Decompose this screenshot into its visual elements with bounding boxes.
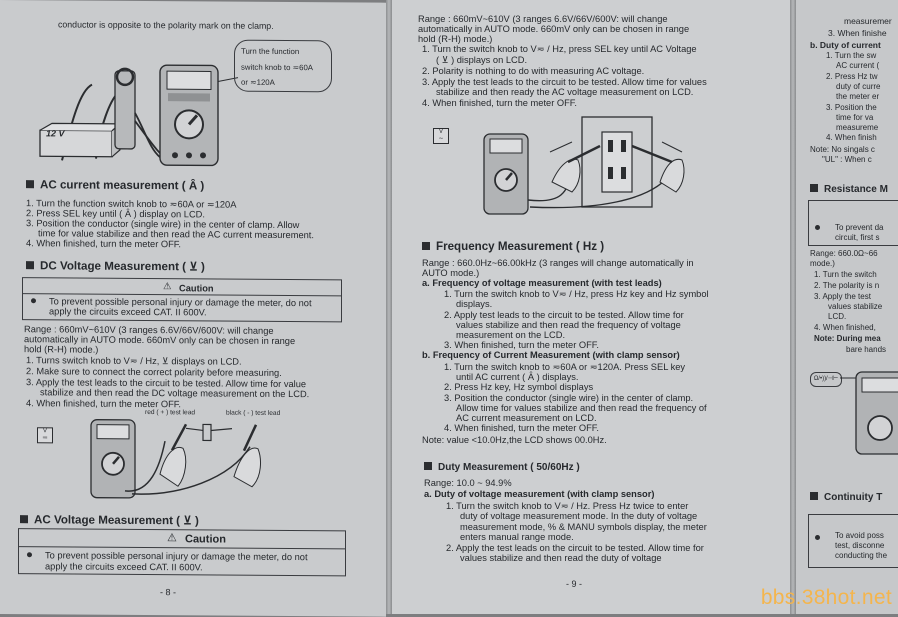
resistance-caution-box: To prevent da circuit, first s bbox=[808, 200, 898, 246]
resistance-meter-illustration bbox=[840, 371, 898, 455]
section-frequency-title: Frequency Measurement ( Hz ) bbox=[422, 240, 604, 253]
dc-voltage-illustration bbox=[90, 419, 261, 499]
caution-box-ac: ⚠ Caution To prevent possible personal i… bbox=[18, 528, 346, 577]
page-number: - 8 - bbox=[160, 587, 177, 598]
warning-icon: ⚠ bbox=[163, 281, 172, 293]
resistance-symbol: Ω/•))/⊣⊢ bbox=[810, 372, 842, 387]
forum-watermark: bbs.38hot.net bbox=[760, 586, 892, 609]
ac-mode-icon: V∼ bbox=[433, 128, 449, 144]
ac-voltage-outlet-illustration bbox=[483, 116, 685, 215]
page-number: - 9 - bbox=[566, 579, 583, 589]
section-ac-voltage-title: AC Voltage Measurement ( ⊻ ) bbox=[20, 512, 199, 527]
section-duty-title: Duty Measurement ( 50/60Hz ) bbox=[424, 462, 580, 473]
section-resistance-title: Resistance M bbox=[810, 184, 888, 195]
battery-label: 12 V bbox=[46, 128, 65, 139]
frequency-note: Note: value <10.0Hz,the LCD shows 00.0Hz… bbox=[422, 435, 607, 445]
manual-page-10-partial: measuremer 3. When finishe b. Duty of cu… bbox=[796, 0, 898, 614]
section-continuity-title: Continuity T bbox=[810, 492, 882, 503]
continuity-caution-box: To avoid poss test, disconne conducting … bbox=[808, 514, 898, 568]
section-ac-current-title: AC current measurement ( Ȃ ) bbox=[26, 178, 204, 192]
clamp-meter-illustration bbox=[39, 64, 239, 167]
section-dc-voltage-title: DC Voltage Measurement ( ⊻ ) bbox=[26, 258, 205, 273]
manual-page-9: Range : 660mV~610V (3 ranges 6.6V/66V/60… bbox=[392, 0, 790, 614]
top-line: conductor is opposite to the polarity ma… bbox=[58, 19, 274, 31]
warning-icon: ⚠ bbox=[167, 532, 177, 545]
manual-page-8: conductor is opposite to the polarity ma… bbox=[0, 0, 386, 617]
caution-box-dc: ⚠ Caution To prevent possible personal i… bbox=[22, 277, 342, 323]
callout-box: Turn the function switch knob to ≂60A or… bbox=[234, 39, 332, 93]
